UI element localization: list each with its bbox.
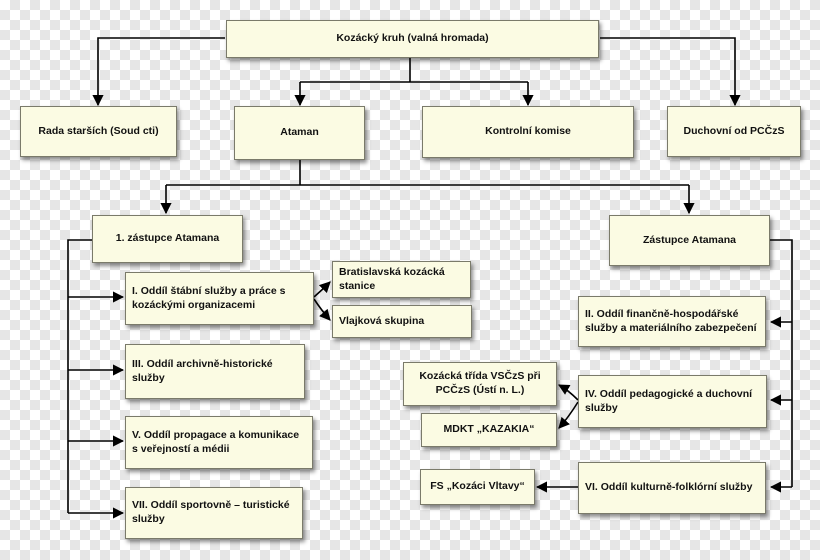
mdkt-node: MDKT „KAZAKIA“ xyxy=(421,413,557,447)
department-1-node: I. Oddíl štábní služby a práce s kozácký… xyxy=(125,272,314,325)
duchovni-node: Duchovní od PCČzS xyxy=(667,106,801,157)
bratislava-node: Bratislavská kozácká stanice xyxy=(332,261,471,298)
root-node: Kozácký kruh (valná hromada) xyxy=(226,20,599,58)
deputy-node: Zástupce Atamana xyxy=(609,215,770,266)
rada-starsich-node: Rada starších (Soud cti) xyxy=(20,106,177,157)
kontrolni-komise-node: Kontrolní komise xyxy=(422,106,634,158)
department-2-node: II. Oddíl finančně-hospodářské služby a … xyxy=(578,296,766,347)
department-6-node: VI. Oddíl kulturně-folklórní služby xyxy=(578,462,766,514)
fs-kozaci-node: FS „Kozáci Vltavy“ xyxy=(420,469,535,505)
department-7-node: VII. Oddíl sportovně – turistické služby xyxy=(125,487,303,539)
department-5-node: V. Oddíl propagace a komunikace s veřejn… xyxy=(125,416,313,469)
department-3-node: III. Oddíl archivně-historické služby xyxy=(125,344,305,399)
kozacka-trida-node: Kozácká třída VSČzS při PCČzS (Ústí n. L… xyxy=(403,362,557,406)
department-4-node: IV. Oddíl pedagogické a duchovní služby xyxy=(578,375,767,428)
ataman-node: Ataman xyxy=(234,106,365,160)
vlajkova-node: Vlajková skupina xyxy=(332,305,472,338)
first-deputy-node: 1. zástupce Atamana xyxy=(92,215,243,263)
